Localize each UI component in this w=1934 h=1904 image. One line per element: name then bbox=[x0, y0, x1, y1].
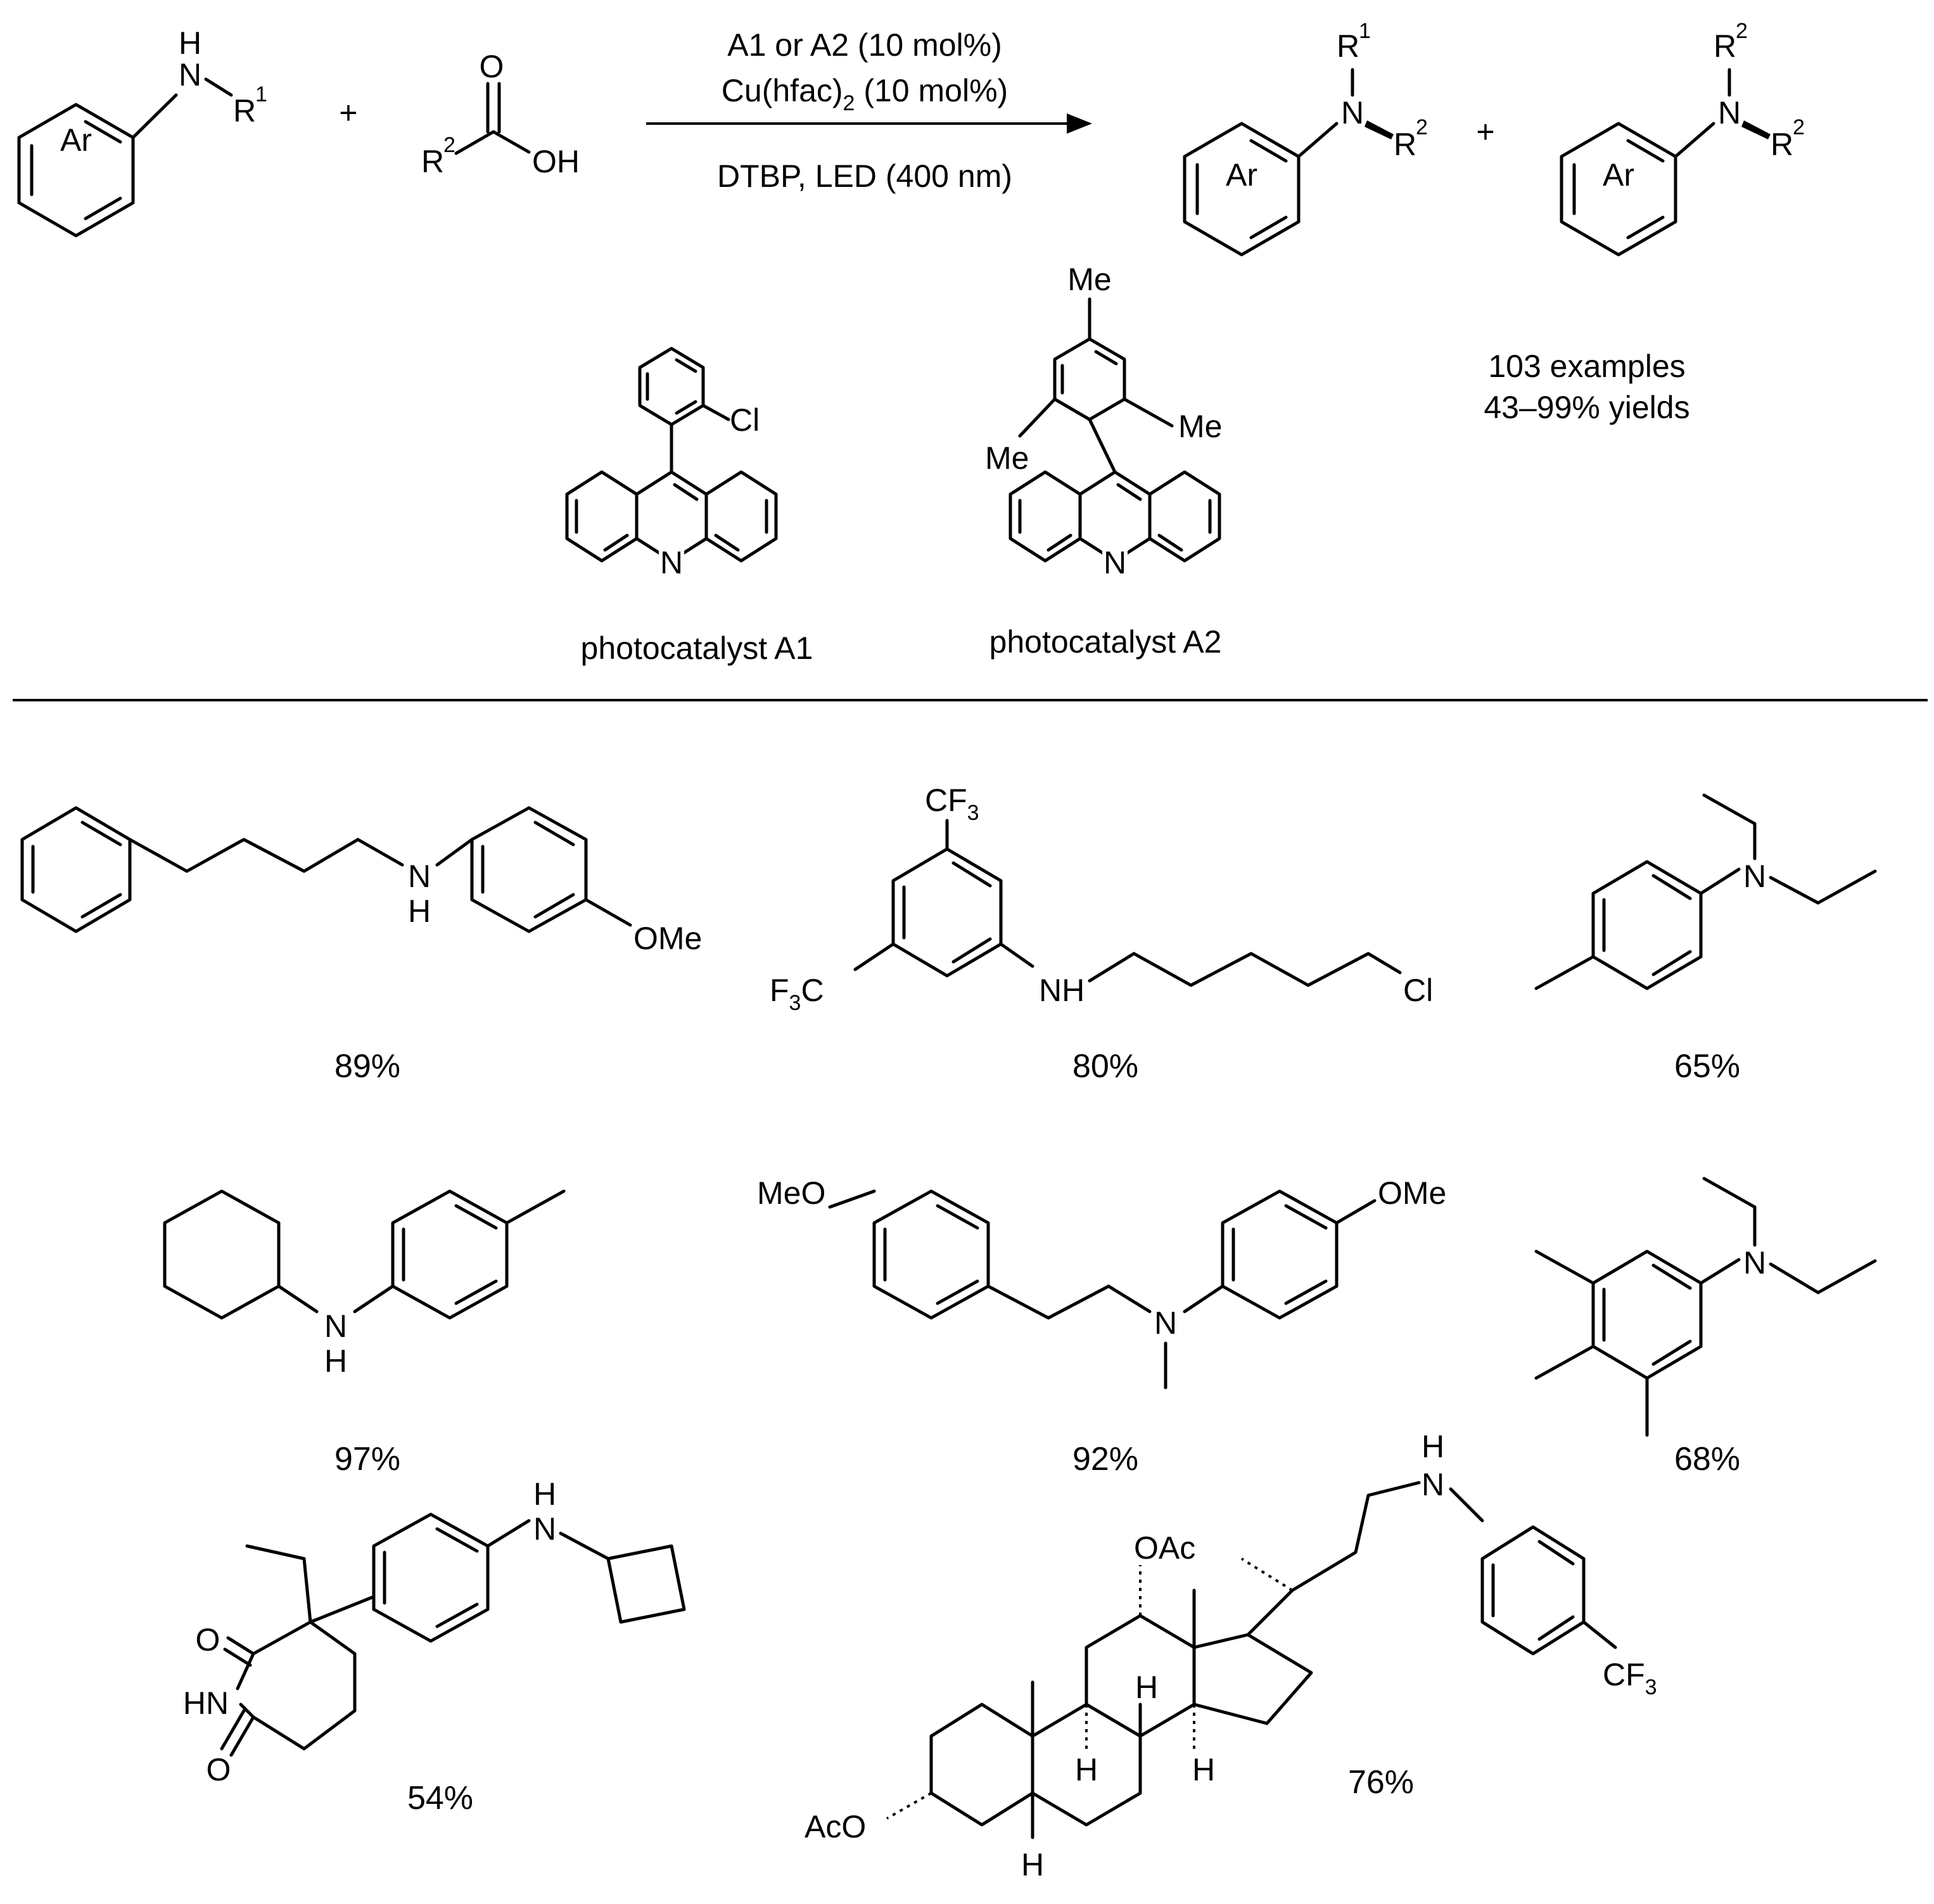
copper-loading: (10 mol%) bbox=[855, 73, 1008, 108]
plus-sign: + bbox=[1476, 114, 1494, 150]
examples-count: 103 examples bbox=[1488, 348, 1685, 384]
r2-label: R bbox=[1771, 127, 1793, 162]
methoxy-label: OMe bbox=[1378, 1175, 1446, 1211]
nitrogen-label: N bbox=[1718, 95, 1741, 131]
amine-hydrogen-label: H bbox=[324, 1343, 347, 1379]
photocatalyst-a2: Me Me Me N photocatalyst A2 bbox=[985, 262, 1222, 660]
amine-nitrogen-label: N bbox=[1422, 1467, 1444, 1502]
trifluoromethyl-label: CF3 bbox=[925, 783, 979, 825]
catalyst-a1-caption: photocatalyst A1 bbox=[581, 630, 813, 666]
r2-superscript: 2 bbox=[443, 133, 455, 157]
r2-label: R bbox=[1714, 29, 1736, 64]
r2-superscript: 2 bbox=[1793, 115, 1805, 139]
amine-nh-label: NH bbox=[1039, 973, 1085, 1008]
example-7: O HN O N H 54% bbox=[183, 1476, 686, 1817]
hydrogen-label: H bbox=[1192, 1752, 1215, 1787]
example-2: CF3 F3C NH Cl 80% bbox=[770, 783, 1433, 1085]
ar-label: Ar bbox=[1226, 157, 1257, 193]
wedge-bond bbox=[1741, 120, 1771, 139]
r2-label: R bbox=[421, 144, 444, 179]
ar-label: Ar bbox=[1603, 157, 1634, 193]
r2-label: R bbox=[1394, 127, 1416, 162]
amine-nitrogen-label: N bbox=[324, 1308, 347, 1344]
nitrogen-label: N bbox=[1341, 95, 1364, 131]
methoxy-label: OMe bbox=[633, 921, 702, 956]
methyl-label: Me bbox=[1178, 409, 1222, 444]
carbonyl-oxygen-label: O bbox=[207, 1752, 231, 1787]
example-3: N 65% bbox=[1534, 793, 1877, 1085]
yield-label: 92% bbox=[1072, 1441, 1138, 1478]
example-8: OAc AcO H H H H N H CF3 76% bbox=[805, 1429, 1657, 1882]
amine-nitrogen-label: N bbox=[1154, 1305, 1177, 1341]
product-monoalkyl: Ar N R 1 R 2 bbox=[1183, 19, 1428, 257]
trifluoromethyl-label: F3C bbox=[770, 973, 824, 1015]
yield-label: 76% bbox=[1348, 1764, 1414, 1801]
amine-nitrogen-label: N bbox=[533, 1511, 556, 1547]
plus-sign: + bbox=[339, 95, 357, 131]
r1-superscript: 1 bbox=[255, 82, 267, 106]
yield-label: 80% bbox=[1072, 1048, 1138, 1085]
yield-range: 43–99% yields bbox=[1484, 390, 1689, 425]
conditions-line-3: DTBP, LED (400 nm) bbox=[717, 158, 1012, 194]
trifluoromethyl-label: CF3 bbox=[1603, 1657, 1657, 1699]
yield-label: 54% bbox=[407, 1780, 473, 1817]
nitrogen-label: N bbox=[660, 545, 683, 580]
hydrogen-label: H bbox=[1135, 1670, 1158, 1705]
r1-label: R bbox=[233, 93, 256, 129]
reactant-carboxylic-acid: O R 2 OH bbox=[421, 49, 580, 179]
methyl-label: Me bbox=[1067, 262, 1111, 297]
amine-hydrogen-label: H bbox=[533, 1476, 556, 1512]
amine-nitrogen-label: N bbox=[1743, 859, 1766, 894]
amine-hydrogen-label: H bbox=[1422, 1429, 1444, 1464]
photocatalyst-a1: Cl N photocatalyst A1 bbox=[565, 347, 813, 666]
nitrogen-label: N bbox=[1104, 545, 1126, 580]
yield-label: 68% bbox=[1674, 1441, 1740, 1478]
reaction-conditions: A1 or A2 (10 mol%) Cu(hfac)2 (10 mol%) D… bbox=[646, 27, 1092, 194]
example-6: N 68% bbox=[1534, 1177, 1877, 1478]
catalyst-a2-caption: photocatalyst A2 bbox=[989, 624, 1222, 660]
conditions-line-1: A1 or A2 (10 mol%) bbox=[727, 27, 1002, 63]
acetoxy-label: OAc bbox=[1134, 1530, 1195, 1566]
amine-hydrogen-label: H bbox=[408, 893, 431, 929]
amine-nitrogen-label: N bbox=[1743, 1245, 1766, 1281]
product-dialkyl: Ar N R 2 R 2 bbox=[1560, 19, 1805, 257]
scope-summary: 103 examples 43–99% yields bbox=[1484, 348, 1689, 425]
acetoxy-label: AcO bbox=[805, 1809, 866, 1844]
r2-superscript: 2 bbox=[1736, 19, 1748, 43]
copper-subscript: 2 bbox=[843, 91, 855, 115]
yield-label: 89% bbox=[334, 1048, 400, 1085]
carbonyl-oxygen-label: O bbox=[480, 49, 504, 84]
hydrogen-label: H bbox=[1021, 1847, 1044, 1882]
chlorine-label: Cl bbox=[730, 402, 760, 438]
yield-label: 97% bbox=[334, 1441, 400, 1478]
nitrogen-label: N bbox=[179, 57, 201, 93]
yield-label: 65% bbox=[1674, 1048, 1740, 1085]
r1-label: R bbox=[1337, 29, 1359, 64]
hydrogen-label: H bbox=[179, 25, 201, 61]
reactant-amine: Ar N H R 1 bbox=[17, 25, 267, 238]
imide-nh-label: HN bbox=[183, 1685, 229, 1721]
methoxy-label: MeO bbox=[757, 1175, 825, 1211]
example-1: N H OMe 89% bbox=[20, 806, 702, 1085]
conditions-line-2: Cu(hfac)2 (10 mol%) bbox=[722, 73, 1008, 115]
amine-nitrogen-label: N bbox=[408, 859, 431, 894]
carbonyl-oxygen-label: O bbox=[196, 1622, 220, 1658]
ar-label: Ar bbox=[60, 122, 92, 158]
methyl-label: Me bbox=[985, 440, 1029, 476]
r2-superscript: 2 bbox=[1416, 115, 1428, 139]
r1-superscript: 1 bbox=[1359, 19, 1371, 43]
hydroxyl-label: OH bbox=[532, 144, 580, 179]
hydrogen-label: H bbox=[1075, 1752, 1098, 1787]
wedge-bond bbox=[1365, 120, 1394, 139]
example-4: N H 97% bbox=[163, 1189, 566, 1478]
copper-catalyst: Cu(hfac) bbox=[722, 73, 843, 108]
chlorine-label: Cl bbox=[1403, 973, 1433, 1008]
example-5: MeO N OMe 92% bbox=[757, 1175, 1446, 1478]
